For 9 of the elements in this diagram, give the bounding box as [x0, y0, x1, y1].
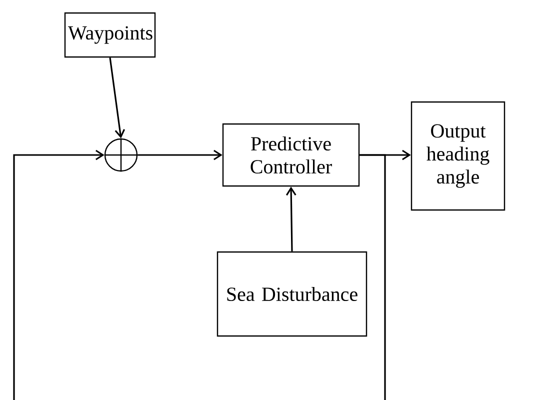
block-box: Predictive Controller: [222, 123, 360, 187]
block-box: Sea Disturbance: [216, 251, 368, 337]
arrow: [286, 186, 296, 252]
arrow: [138, 150, 222, 160]
feedback-arrow: [13, 150, 386, 400]
arrow: [109, 58, 126, 138]
summing-junction: [104, 138, 138, 172]
block-box: Output heading angle: [410, 101, 506, 211]
block-box: Waypoints: [64, 12, 156, 58]
